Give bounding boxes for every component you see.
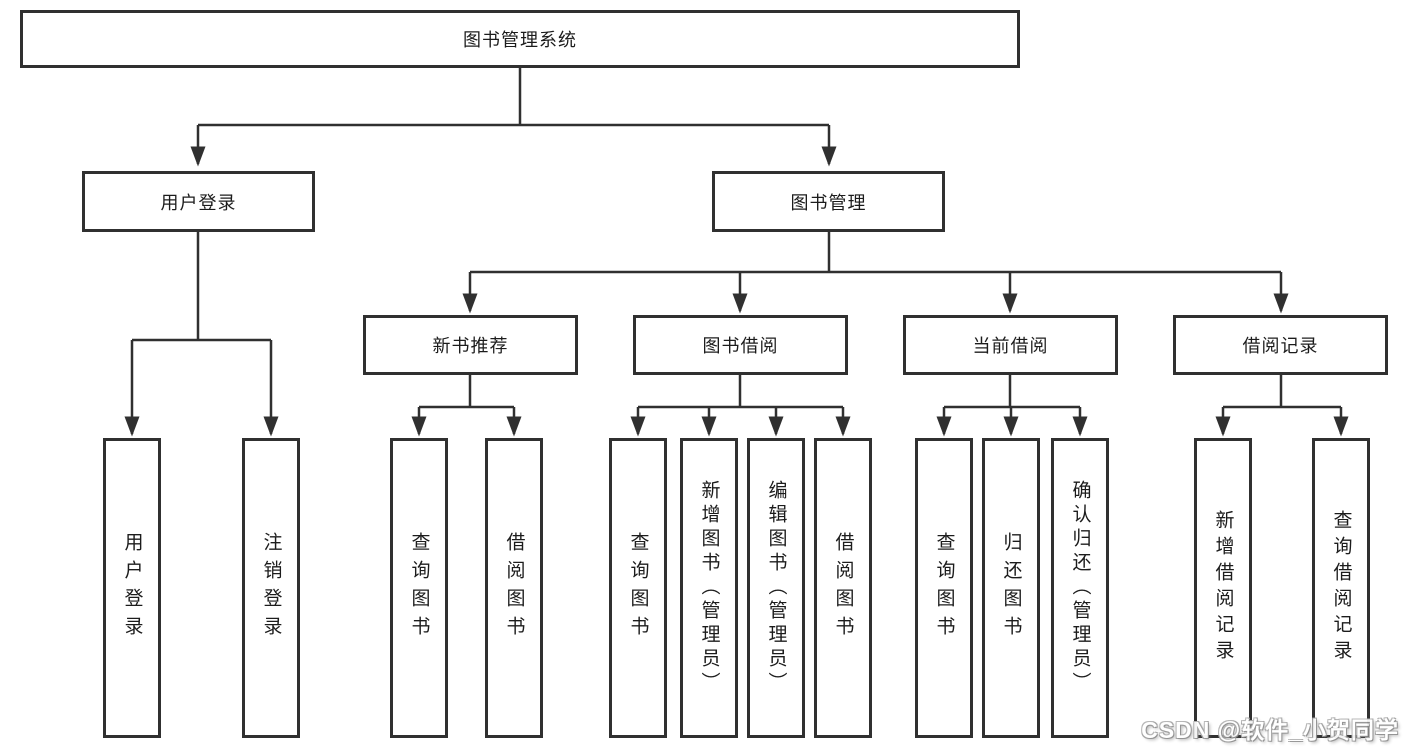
connector-current-borrow-trunk	[944, 375, 1080, 409]
node-leaf-confirm-return-admin: 确认归还（管理员）	[1051, 438, 1109, 738]
connector-book-borrow-trunk	[638, 375, 843, 409]
node-current-borrow: 当前借阅	[903, 315, 1118, 375]
node-leaf-logout: 注销登录	[242, 438, 300, 738]
leaf-label: 用户登录	[121, 532, 143, 644]
node-book-borrow-label: 图书借阅	[702, 336, 779, 356]
leaf-label: 查询图书	[408, 532, 430, 644]
connector-user-login-trunk	[132, 232, 271, 342]
node-new-book-recommend-label: 新书推荐	[432, 336, 509, 356]
node-root-label: 图书管理系统	[463, 30, 577, 50]
node-borrow-records: 借阅记录	[1173, 315, 1388, 375]
node-user-login-label: 用户登录	[160, 192, 237, 213]
node-leaf-edit-book-admin: 编辑图书（管理员）	[747, 438, 805, 738]
leaf-label: 注销登录	[260, 532, 282, 644]
connector-new-book-trunk	[419, 375, 514, 409]
node-leaf-query-borrow-record: 查询借阅记录	[1312, 438, 1370, 738]
leaf-label: 查询借阅记录	[1330, 510, 1352, 666]
leaf-label: 编辑图书（管理员）	[765, 480, 787, 696]
connector-borrow-records-trunk	[1223, 375, 1341, 409]
node-new-book-recommend: 新书推荐	[363, 315, 578, 375]
node-root: 图书管理系统	[20, 10, 1020, 68]
node-leaf-query-book-2: 查询图书	[609, 438, 667, 738]
leaf-label: 归还图书	[1000, 532, 1022, 644]
node-leaf-add-borrow-record: 新增借阅记录	[1194, 438, 1252, 738]
node-borrow-records-label: 借阅记录	[1242, 336, 1319, 356]
node-leaf-borrow-book-2: 借阅图书	[814, 438, 872, 738]
node-user-login: 用户登录	[82, 171, 315, 232]
node-book-management: 图书管理	[712, 171, 945, 232]
node-leaf-return-book: 归还图书	[982, 438, 1040, 738]
node-leaf-user-login: 用户登录	[103, 438, 161, 738]
leaf-label: 确认归还（管理员）	[1069, 480, 1091, 696]
leaf-label: 新增借阅记录	[1212, 510, 1234, 666]
node-book-borrow: 图书借阅	[633, 315, 848, 375]
leaf-label: 借阅图书	[503, 532, 525, 644]
leaf-label: 查询图书	[627, 532, 649, 644]
node-leaf-borrow-book-1: 借阅图书	[485, 438, 543, 738]
leaf-label: 借阅图书	[832, 532, 854, 644]
connector-root-trunk	[198, 68, 829, 127]
connector-book-management-trunk	[470, 232, 1281, 274]
node-leaf-query-book-1: 查询图书	[390, 438, 448, 738]
node-book-management-label: 图书管理	[790, 192, 867, 213]
leaf-label: 查询图书	[933, 532, 955, 644]
node-leaf-add-book-admin: 新增图书（管理员）	[680, 438, 738, 738]
node-current-borrow-label: 当前借阅	[972, 336, 1049, 356]
leaf-label: 新增图书（管理员）	[698, 480, 720, 696]
node-leaf-query-book-3: 查询图书	[915, 438, 973, 738]
